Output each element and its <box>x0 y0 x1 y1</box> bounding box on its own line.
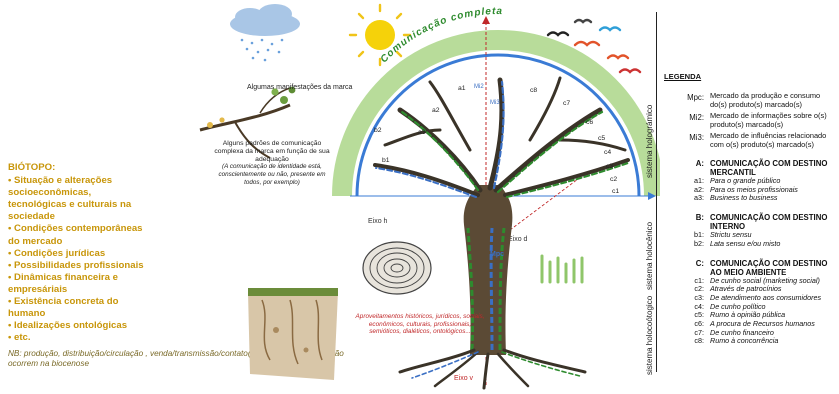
sun-icon <box>350 5 410 65</box>
biotopo-line: do mercado <box>8 236 178 248</box>
legend-group-b: B:COMUNICAÇÃO COM DESTINO INTERNO b1:Str… <box>664 213 836 248</box>
soil-cross-section <box>248 288 338 380</box>
system-label-holocoot: sistema holocoótogico <box>645 295 654 375</box>
legend-key: Mi2: <box>664 111 710 129</box>
marker-c1: c1 <box>612 188 619 195</box>
biotopo-line: • Possibilidades profissionais <box>8 260 178 272</box>
item-text: Lata sensu e/ou misto <box>710 240 780 249</box>
biotopo-line: empresáriais <box>8 284 178 296</box>
marker-a2: a2 <box>432 107 440 114</box>
marker-a1: a1 <box>458 85 466 92</box>
marker-mpc: Mpc <box>490 251 504 258</box>
group-key: A: <box>664 159 710 177</box>
group-title: COMUNICAÇÃO COM DESTINO AO MEIO AMBIENTE <box>710 259 836 277</box>
patterns-line: adequação <box>202 156 342 164</box>
biotopo-line: • Condições contemporâneas <box>8 223 178 235</box>
marker-mi2: Mi2 <box>474 84 484 90</box>
system-label-holographic: sistema holográmico <box>645 104 654 178</box>
legend-text: Mercado de influências relacionado com o… <box>710 131 836 149</box>
marker-c4: c4 <box>604 149 611 156</box>
legend-title: LEGENDA <box>664 72 836 81</box>
biotopo-line: • Dinâmicas financeira e <box>8 272 178 284</box>
marker-c7: c7 <box>563 100 570 107</box>
legend-group-a: A:COMUNICAÇÃO COM DESTINO MERCANTIL a1:P… <box>664 159 836 203</box>
biotopo-line: humano <box>8 308 178 320</box>
biotopo-line: • Situação e alterações <box>8 175 178 187</box>
manifestations-label: Algumas manifestações da marca <box>247 84 387 92</box>
patterns-line: complexa da marca em função de sua <box>202 148 342 156</box>
axis-v-label: Eixo v <box>454 375 474 382</box>
legend-text: Mercado de informações sobre o(s) produt… <box>710 111 836 129</box>
marker-mi3: Mi3 <box>490 100 500 106</box>
aproveitamentos-line: semióticos, dialéticos, ontológicos... <box>345 328 495 336</box>
marker-c3: c3 <box>606 163 613 170</box>
tree-branches <box>375 78 628 197</box>
biotopo-line: • Existência concreta do <box>8 296 178 308</box>
biotopo-line: tecnológicas e culturais na <box>8 199 178 211</box>
marker-c6: c6 <box>586 119 593 126</box>
aproveitamentos-label: Aproveitamentos históricos, jurídicos, s… <box>345 313 495 336</box>
marker-a3: a3 <box>418 129 426 136</box>
system-label-holocenic: sistema holocênico <box>645 221 654 290</box>
item-key: c8: <box>664 337 710 346</box>
biotopo-line: sociedade <box>8 211 178 223</box>
patterns-note-line: conscientemente ou não, presente em <box>202 171 342 179</box>
patterns-note-line: todos, por exemplo) <box>202 179 342 187</box>
item-text: Business to business <box>710 194 778 203</box>
legend-market-row: Mi3: Mercado de influências relacionado … <box>664 131 836 149</box>
legend-market-row: Mi2: Mercado de informações sobre o(s) p… <box>664 111 836 129</box>
biotopo-line: • etc. <box>8 332 178 344</box>
patterns-line: Alguns padrões de comunicação <box>202 140 342 148</box>
biotopo-line: • Condições jurídicas <box>8 248 178 260</box>
rain-cloud-icon <box>230 4 300 61</box>
group-key: C: <box>664 259 710 277</box>
marker-c5: c5 <box>598 135 605 142</box>
marker-b2: b2 <box>374 127 382 134</box>
legend-text: Mercado da produção e consumo do(s) prod… <box>710 91 836 109</box>
group-key: B: <box>664 213 710 231</box>
marker-c8: c8 <box>530 87 537 94</box>
item-key: a3: <box>664 194 710 203</box>
aproveitamentos-line: Aproveitamentos históricos, jurídicos, s… <box>345 313 495 328</box>
axis-d-label: Eixo d <box>508 236 528 243</box>
patterns-note-line: (A comunicação de identidade está, <box>202 163 342 171</box>
biotopo-line: • Idealizações ontológicas <box>8 320 178 332</box>
group-title: COMUNICAÇÃO COM DESTINO MERCANTIL <box>710 159 836 177</box>
legend-key: Mpc: <box>664 91 710 109</box>
marker-c2: c2 <box>610 176 617 183</box>
biotopo-panel: BIÓTOPO: • Situação e alterações socioec… <box>8 162 178 344</box>
moon-icon <box>181 18 204 46</box>
tree-rings-icon <box>363 242 431 294</box>
item-text: Rumo à concorrência <box>710 337 778 346</box>
biotopo-title: BIÓTOPO: <box>8 162 178 174</box>
item-key: b2: <box>664 240 710 249</box>
legend-group-c: C:COMUNICAÇÃO COM DESTINO AO MEIO AMBIEN… <box>664 259 836 347</box>
legend-market-row: Mpc: Mercado da produção e consumo do(s)… <box>664 91 836 109</box>
legend-divider <box>656 12 657 372</box>
legend-key: Mi3: <box>664 131 710 149</box>
axis-h-label: Eixo h <box>368 218 388 225</box>
legend-panel: LEGENDA Mpc: Mercado da produção e consu… <box>664 72 836 346</box>
sprouts-icon <box>542 256 582 282</box>
biotopo-line: socioeconômicas, <box>8 187 178 199</box>
marker-b1: b1 <box>382 157 390 164</box>
communication-patterns-note: Alguns padrões de comunicação complexa d… <box>202 140 342 187</box>
tree-roots <box>400 350 585 388</box>
group-title: COMUNICAÇÃO COM DESTINO INTERNO <box>710 213 836 231</box>
